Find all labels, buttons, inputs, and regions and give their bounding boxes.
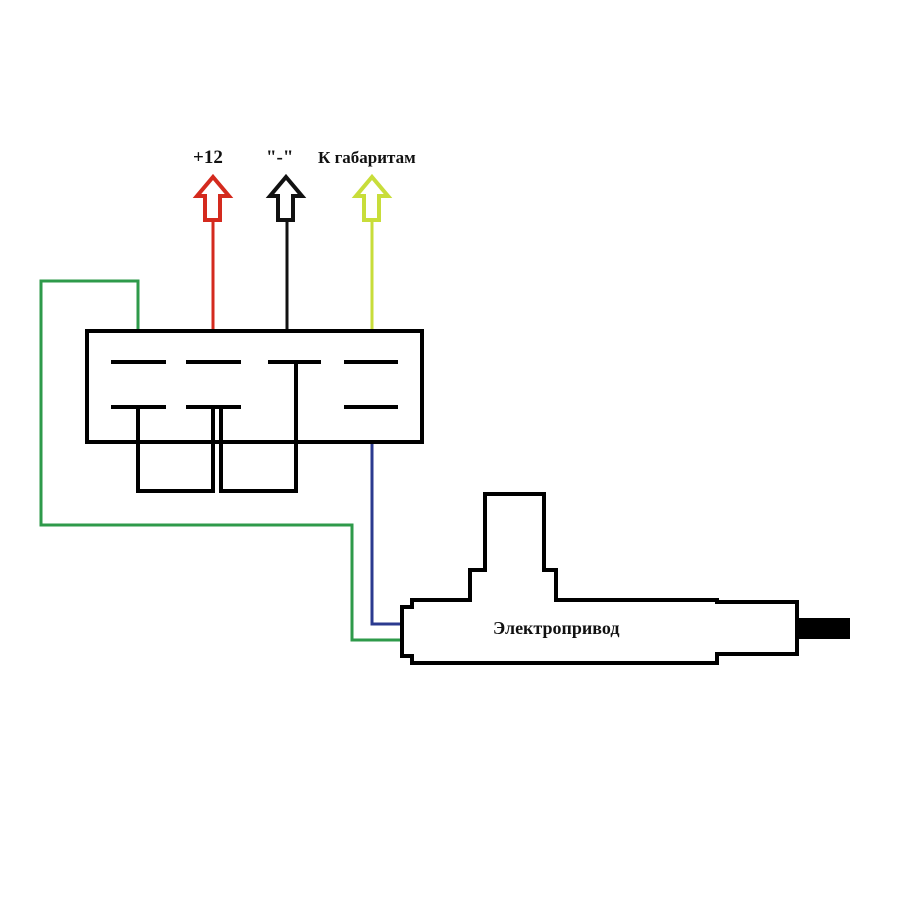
jumper-right [219, 362, 298, 493]
label-to-marker-lights: К габаритам [318, 148, 416, 167]
wire-blue [370, 407, 402, 626]
label-actuator: Электропривод [493, 618, 619, 638]
label-plus12: +12 [193, 147, 223, 168]
actuator-rod [799, 618, 850, 639]
arrow-up-icon [351, 173, 393, 222]
arrow-up-icon [265, 173, 307, 222]
arrow-up-icon [192, 173, 234, 222]
label-minus: "-" [266, 147, 293, 168]
jumper-left [136, 407, 215, 493]
wire-green [39, 279, 402, 642]
actuator-body [400, 492, 799, 665]
relay-block [85, 329, 424, 444]
